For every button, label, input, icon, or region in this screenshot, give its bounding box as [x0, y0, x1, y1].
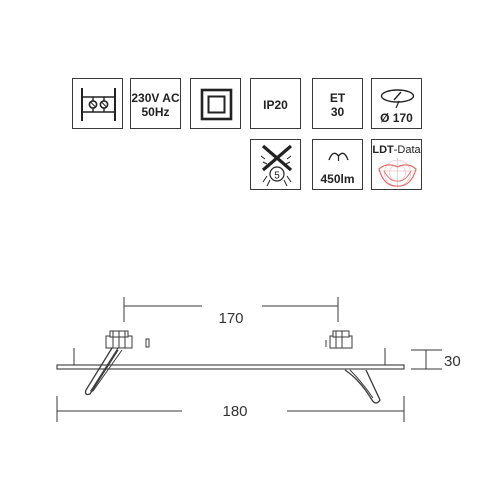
- temperature-tile: ET 30: [312, 78, 363, 129]
- ldt-title-rest: -Data: [393, 144, 421, 156]
- light-distribution-icon: [378, 158, 417, 188]
- flux-label: 450lm: [320, 172, 355, 186]
- ldt-title-bold: LDT: [372, 144, 394, 156]
- ip-rating-tile: IP20: [250, 78, 301, 129]
- cutout-tile: Ø 170: [371, 78, 422, 129]
- protection-class-tile: [190, 78, 241, 129]
- terminal-block-icon: [81, 88, 116, 121]
- right-spring-clip: [325, 330, 381, 404]
- no-insulation-tile: 5: [250, 139, 301, 190]
- cutout-width-dimension: [123, 297, 339, 322]
- panel-body: [56, 348, 405, 370]
- cutout-diameter-icon: [380, 89, 415, 109]
- flux-tile: 450lm: [312, 139, 363, 190]
- cutout-width-label: 170: [218, 310, 243, 327]
- voltage-line1: 230V AC: [131, 91, 180, 105]
- height-dimension: [411, 349, 442, 370]
- connection-terminal-tile: [72, 78, 123, 129]
- ldt-title: LDT-Data: [372, 143, 421, 157]
- total-width-dimension: [56, 396, 405, 422]
- no-insulation-cover-icon: 5: [260, 144, 293, 187]
- voltage-tile: 230V AC 50Hz: [130, 78, 181, 129]
- ip-rating-label: IP20: [263, 98, 288, 112]
- temperature-line1: ET: [329, 91, 346, 105]
- beam-icon: [328, 152, 349, 161]
- protection-class-icon: [200, 88, 233, 121]
- no-insulation-number: 5: [274, 171, 280, 182]
- temperature-line2: 30: [330, 105, 345, 119]
- left-spring-clip: [84, 330, 150, 396]
- total-width-label: 180: [222, 403, 247, 420]
- voltage-line2: 50Hz: [141, 105, 170, 119]
- cutout-label: Ø 170: [380, 111, 413, 125]
- height-label: 30: [444, 353, 461, 370]
- ldt-data-tile[interactable]: LDT-Data: [371, 139, 422, 190]
